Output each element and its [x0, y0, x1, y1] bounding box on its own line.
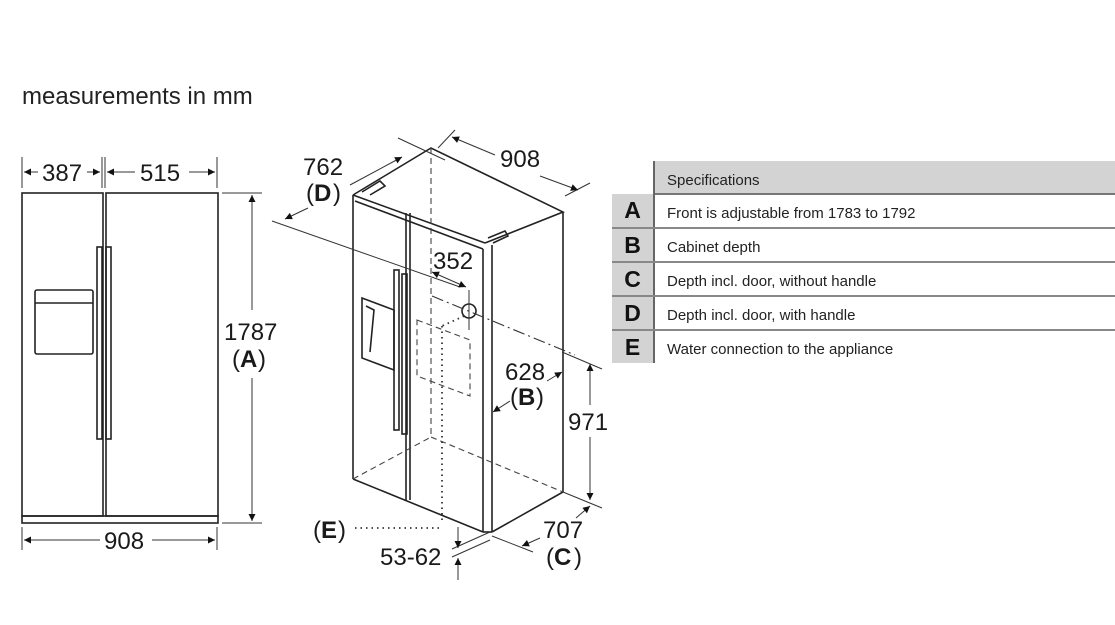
- extension-line: [561, 351, 603, 370]
- spec-text: Water connection to the appliance: [654, 330, 1115, 363]
- dim-e-paren-close: ): [338, 517, 346, 544]
- hidden-bottom-back: [430, 436, 564, 493]
- extension-line: [437, 129, 456, 149]
- top-front-edge: [352, 194, 486, 244]
- dim-cabinet-depth-label: B: [518, 384, 535, 411]
- spec-text: Cabinet depth: [654, 228, 1115, 263]
- spec-key: A: [612, 194, 655, 229]
- spec-header: Specifications: [654, 161, 1115, 195]
- dim-left-door-width: 387: [42, 160, 82, 187]
- dim-d-paren-close: ): [333, 180, 341, 207]
- dim-height-paren-open: (: [232, 346, 240, 373]
- dim-arrow: [546, 371, 563, 382]
- dim-total-width: 908: [104, 528, 144, 555]
- spec-text: Depth incl. door, with handle: [654, 296, 1115, 331]
- dim-depth-with-handle-label: D: [314, 180, 331, 207]
- spec-key: B: [612, 228, 655, 263]
- hinge-right: [487, 229, 510, 244]
- dim-d-paren-open: (: [306, 180, 314, 207]
- iso-dispenser-inner: [365, 305, 375, 353]
- dim-arrow: [575, 505, 591, 519]
- dim-c-paren-open: (: [546, 544, 554, 571]
- spec-key: D: [612, 296, 655, 331]
- right-door: [105, 192, 219, 517]
- top-face: [352, 147, 565, 244]
- spec-header-row: Specifications: [612, 161, 1115, 195]
- dim-depth-without-handle-label: C: [554, 544, 571, 571]
- front-view: 387 515 1787 ( A ) 908: [21, 157, 277, 555]
- right-handle: [105, 246, 112, 440]
- dim-arrow: [451, 136, 496, 156]
- water-dispenser: [34, 289, 94, 355]
- spec-key: E: [612, 330, 655, 363]
- bottom-front-edge: [352, 478, 484, 533]
- extension-line: [491, 535, 534, 553]
- dim-arrow: [284, 207, 309, 220]
- dim-water-offset: 352: [433, 248, 473, 275]
- spec-row: C Depth incl. door, without handle: [612, 262, 1115, 297]
- spec-row: B Cabinet depth: [612, 228, 1115, 263]
- dim-b-paren-close: ): [536, 384, 544, 411]
- dim-cabinet-depth: 628: [505, 359, 545, 386]
- base-plinth: [21, 515, 219, 524]
- dim-right-door-width: 515: [140, 160, 180, 187]
- spec-header-key: [612, 161, 655, 194]
- extension-line: [451, 539, 491, 558]
- centre-line: [431, 295, 576, 356]
- water-pipe-dotted: [441, 315, 465, 327]
- hidden-connection-box: [416, 319, 471, 397]
- dim-feet-offset: 53-62: [380, 544, 441, 571]
- dim-depth-without-handle: 707: [543, 517, 583, 544]
- left-handle: [96, 246, 103, 440]
- dim-depth-with-handle: 762: [303, 154, 343, 181]
- bottom-side-edge: [491, 491, 564, 533]
- dim-height-paren-close: ): [258, 346, 266, 373]
- spec-row: E Water connection to the appliance: [612, 330, 1115, 363]
- page-title: measurements in mm: [22, 83, 253, 110]
- dim-height: 1787: [224, 319, 277, 346]
- extension-line: [397, 137, 446, 161]
- dim-arrow: [492, 400, 511, 413]
- dim-arrow: [431, 271, 467, 288]
- dim-arrow: [539, 175, 579, 191]
- dim-b-paren-open: (: [510, 384, 518, 411]
- hinge-left: [361, 179, 387, 196]
- spec-row: A Front is adjustable from 1783 to 1792: [612, 194, 1115, 229]
- spec-key: C: [612, 262, 655, 297]
- dim-iso-width: 908: [500, 146, 540, 173]
- extension-line: [271, 220, 461, 288]
- dim-arrow: [521, 537, 541, 547]
- dim-arrow: [349, 156, 403, 186]
- dim-height-label: A: [240, 346, 257, 373]
- isometric-view: 762 ( D ) 908 352 628 ( B ) 971 707 ( C …: [271, 129, 608, 580]
- dim-e-paren-open: (: [313, 517, 321, 544]
- spec-text: Depth incl. door, without handle: [654, 262, 1115, 297]
- spec-text: Front is adjustable from 1783 to 1792: [654, 194, 1115, 229]
- iso-handle-right: [401, 273, 408, 435]
- specifications-table: Specifications A Front is adjustable fro…: [612, 161, 1115, 363]
- dim-water-height: 971: [568, 409, 608, 436]
- door-top-edge: [354, 200, 484, 250]
- iso-dispenser: [361, 296, 395, 372]
- water-connection-label: E: [321, 517, 337, 544]
- spec-row: D Depth incl. door, with handle: [612, 296, 1115, 331]
- extension-line: [562, 491, 603, 509]
- dim-c-paren-close: ): [574, 544, 582, 571]
- hidden-bottom-left: [352, 436, 432, 480]
